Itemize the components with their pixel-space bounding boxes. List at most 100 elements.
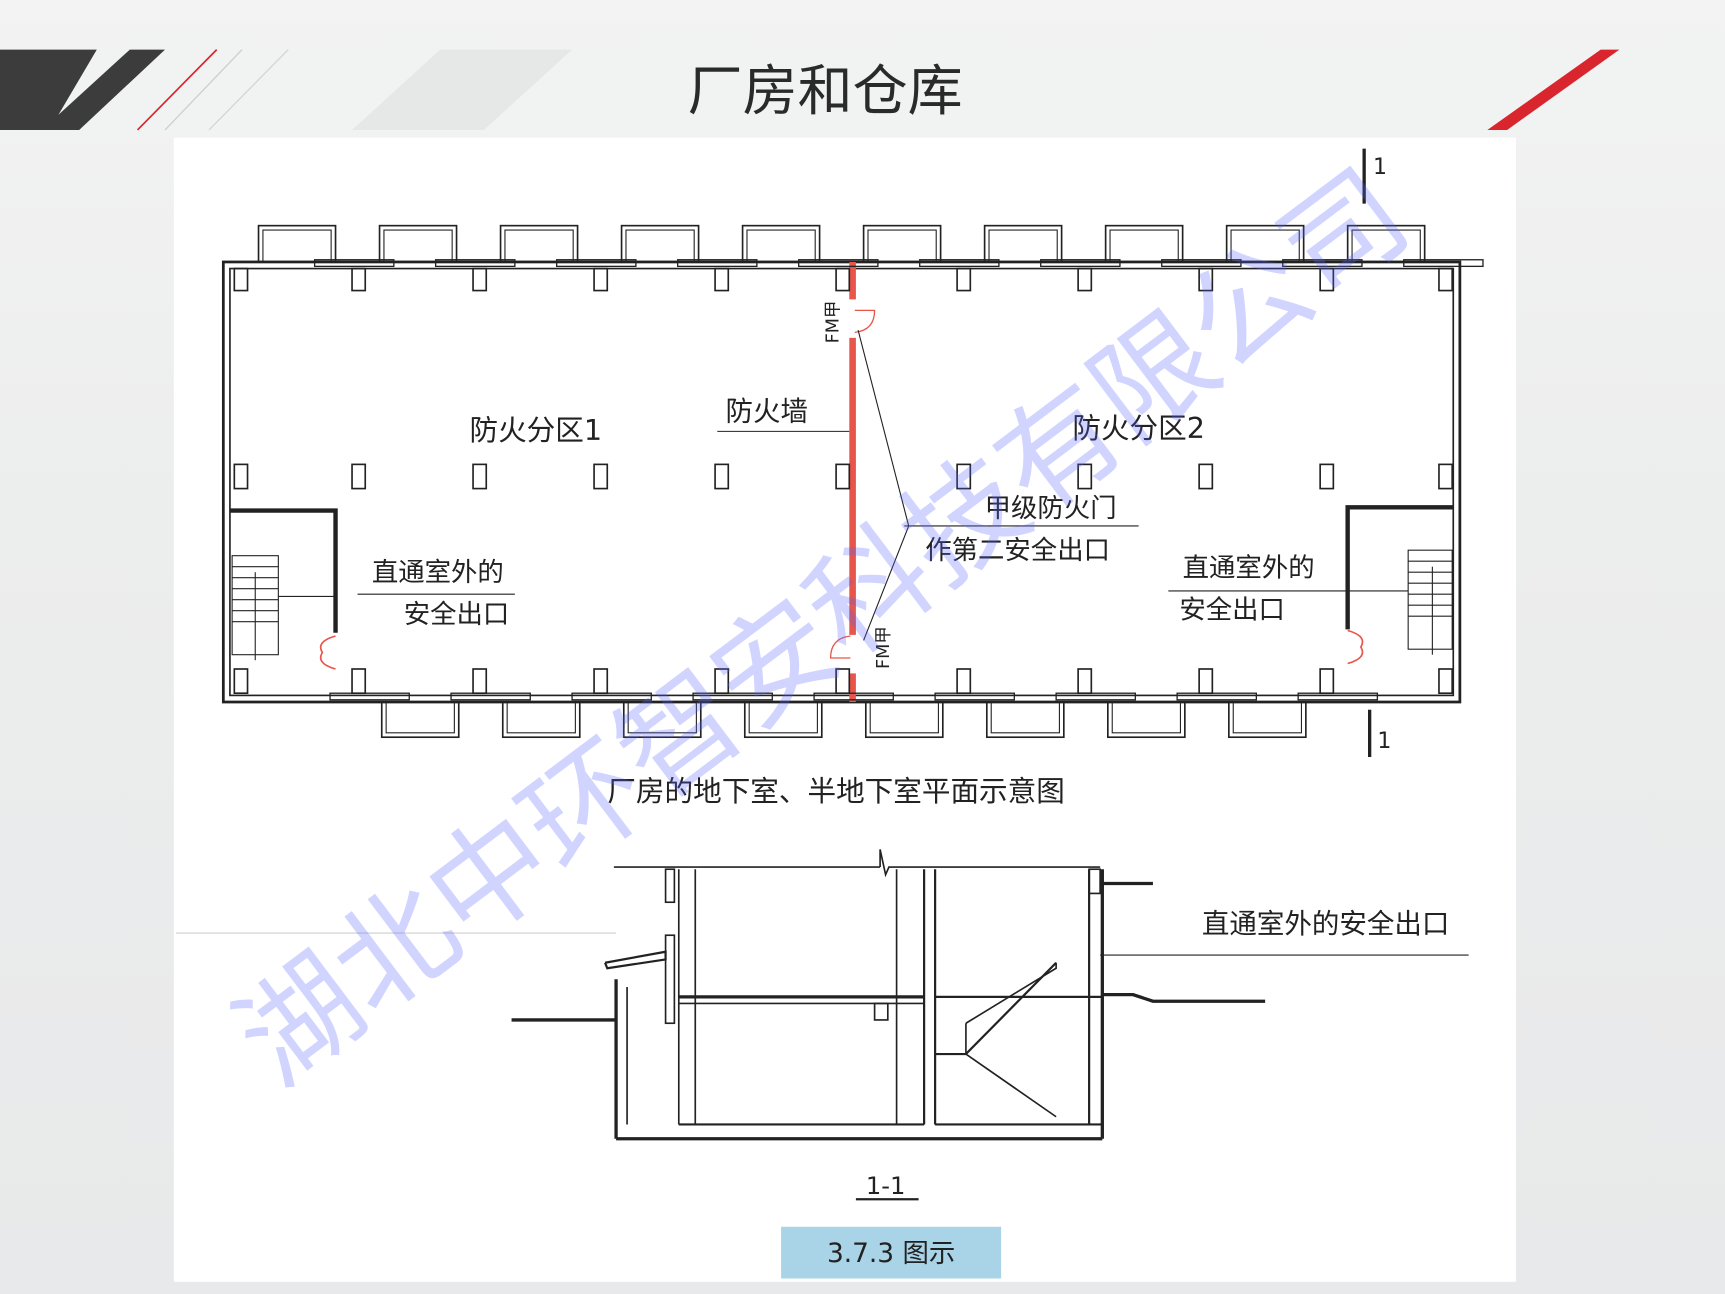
window-sill-bottom [571, 692, 652, 701]
window-top-inner [383, 229, 453, 263]
window-sill-bottom [450, 692, 531, 701]
section-mark-bottom: 1 [1377, 729, 1391, 754]
window-sill-bottom [692, 692, 773, 701]
figure-tag-label: 3.7.3 图示 [827, 1238, 955, 1269]
window-sill-bottom [1297, 692, 1379, 701]
column [1077, 668, 1093, 695]
window-sill-bottom [1176, 692, 1258, 701]
column [472, 267, 488, 292]
fire-door-label: 甲级防火门 [985, 493, 1117, 524]
header-decor-dark-block [0, 49, 97, 130]
window-top-inner [1230, 229, 1300, 263]
section-drawing [176, 849, 1469, 1141]
column [835, 668, 851, 695]
column [472, 463, 488, 490]
figure-tag [781, 1226, 1002, 1279]
slide-title: 厂房和仓库 [688, 59, 963, 123]
column [714, 668, 730, 695]
window-sill-top [313, 259, 395, 268]
window-top-inner [746, 229, 816, 263]
window-sill-top [798, 259, 879, 268]
floor-plan [221, 148, 1484, 758]
window-bottom-inner [869, 701, 939, 734]
column [1319, 668, 1335, 695]
section-exit-label: 直通室外的安全出口 [1202, 908, 1450, 940]
stair-icon-left [231, 555, 336, 661]
header-decor-red-stripe [1487, 49, 1620, 130]
window-sill-top [434, 259, 516, 268]
header-band: 厂房和仓库 [0, 49, 1725, 133]
window-sill-bottom [934, 692, 1015, 701]
window-sill-top [1282, 259, 1363, 268]
door-tag-bottom: FM甲 [874, 626, 894, 669]
window-bottom-inner [1232, 701, 1303, 734]
column [956, 668, 972, 695]
plan-caption: 厂房的地下室、半地下室平面示意图 [607, 774, 1065, 808]
column [1198, 463, 1214, 490]
window-bottom-inner [990, 701, 1060, 734]
window-bottom-inner [385, 701, 455, 734]
column [956, 267, 972, 292]
column [1319, 267, 1335, 292]
window-sill-bottom [1055, 692, 1136, 701]
column [1198, 267, 1214, 292]
column [351, 463, 367, 490]
window-sill-bottom [329, 692, 410, 701]
window-sill-top [1161, 259, 1242, 268]
window-top-inner [504, 229, 574, 263]
header-decor-dark-stripe [41, 49, 166, 130]
column [714, 267, 730, 292]
column [1438, 668, 1453, 695]
column [593, 463, 609, 490]
column [1438, 267, 1453, 292]
section-mark-top: 1 [1373, 155, 1387, 180]
column [956, 463, 972, 490]
column [835, 463, 851, 490]
column [233, 463, 249, 490]
exit-right-label-line1: 直通室外的 [1183, 553, 1315, 584]
column [1198, 668, 1214, 695]
exit-right-label-line2: 安全出口 [1179, 594, 1285, 625]
stair-icon-right [1347, 549, 1453, 655]
exit-left-label-line1: 直通室外的 [372, 557, 504, 588]
column [472, 668, 488, 695]
window-bottom-inner [627, 701, 697, 734]
column [351, 267, 367, 292]
window-top-inner [867, 229, 937, 263]
column [233, 668, 249, 695]
window-top-inner [1109, 229, 1179, 263]
content-panel [173, 137, 1516, 1282]
window-top-inner [625, 229, 695, 263]
section-title: 1-1 [866, 1172, 906, 1200]
left-stair-room-wall [229, 508, 338, 633]
window-sill-top [919, 259, 1000, 268]
door-tag-top: FM甲 [823, 300, 843, 343]
column [1077, 463, 1093, 490]
window-sill-bottom [813, 692, 894, 701]
window-bottom-inner [506, 701, 576, 734]
window-top-inner [988, 229, 1058, 263]
exit-door-left[interactable] [319, 635, 336, 670]
column [593, 668, 609, 695]
column [351, 668, 367, 695]
exit-door-right[interactable] [1347, 629, 1364, 665]
fire-door-bottom[interactable] [829, 635, 851, 659]
window-top-inner [262, 229, 332, 263]
outer-wall [221, 260, 1462, 704]
window-sill-top [677, 259, 758, 268]
window-top-inner [1351, 229, 1421, 263]
fire-wall-label: 防火墙 [726, 395, 809, 427]
column [714, 463, 730, 490]
header-decor-red-line [136, 49, 218, 131]
column [1438, 463, 1453, 490]
zone-1-label: 防火分区1 [469, 413, 602, 447]
column [233, 267, 249, 292]
window-bottom-inner [1111, 701, 1181, 734]
column [1319, 463, 1335, 490]
window-bottom-inner [748, 701, 818, 734]
window-sill-top [1403, 259, 1484, 268]
column [835, 267, 851, 292]
column [593, 267, 609, 292]
